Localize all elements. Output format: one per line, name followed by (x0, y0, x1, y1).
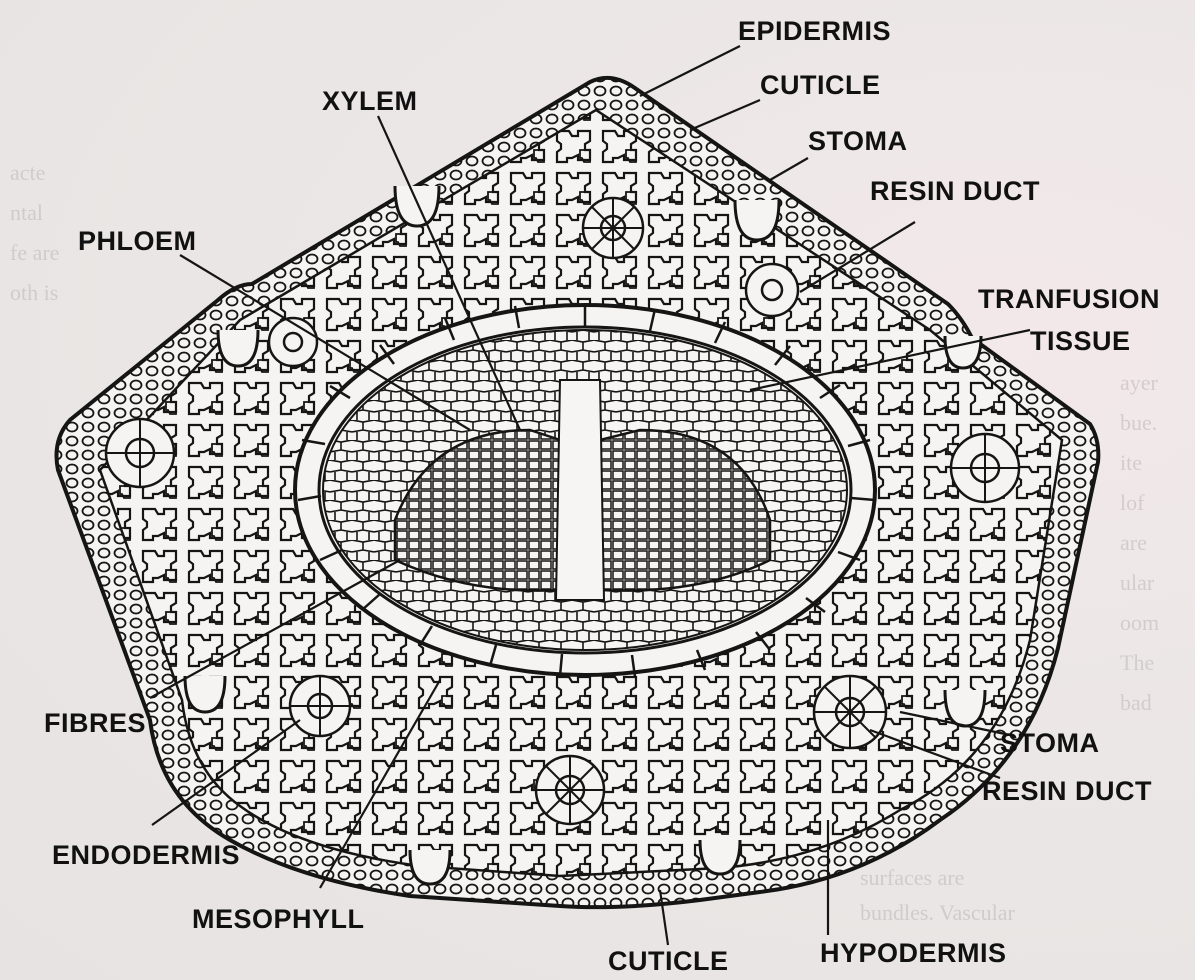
label-phloem: PHLOEM (78, 228, 197, 255)
label-endodermis: ENDODERMIS (52, 842, 240, 869)
label-stoma-top: STOMA (808, 128, 908, 155)
label-resin-duct-bottom: RESIN DUCT (982, 778, 1152, 805)
label-stoma-bottom: STOMA (1000, 730, 1100, 757)
label-tranfusion-line1: TRANFUSION (978, 286, 1160, 313)
label-fibres: FIBRES (44, 710, 146, 737)
label-cuticle-bottom: CUTICLE (608, 948, 729, 975)
label-cuticle-top: CUTICLE (760, 72, 881, 99)
label-resin-duct-top: RESIN DUCT (870, 178, 1040, 205)
label-xylem: XYLEM (322, 88, 418, 115)
label-hypodermis: HYPODERMIS (820, 940, 1007, 967)
label-tranfusion-line2: TISSUE (1030, 328, 1131, 355)
central-strand (556, 380, 604, 600)
label-epidermis: EPIDERMIS (738, 18, 891, 45)
label-mesophyll: MESOPHYLL (192, 906, 365, 933)
